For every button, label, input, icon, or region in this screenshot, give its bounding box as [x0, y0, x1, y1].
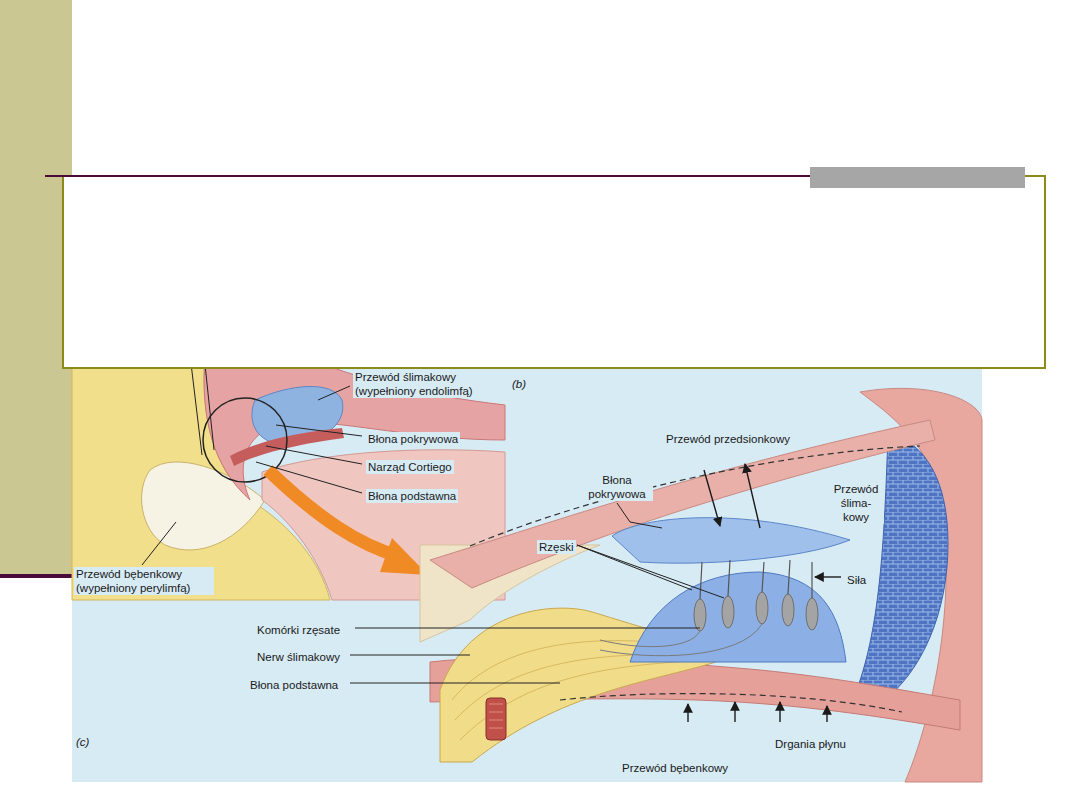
- slide-frame: [63, 176, 1045, 368]
- organ-of-corti-view: [420, 388, 982, 782]
- force-arrow: [734, 702, 735, 722]
- force-arrow: [826, 706, 827, 722]
- part-label: Rzęski: [537, 540, 576, 554]
- slide-frame: [45, 175, 810, 177]
- organ-of-corti-view: [600, 624, 762, 656]
- part-label: Drgania płynu: [773, 737, 848, 751]
- force-arrow: [779, 702, 780, 722]
- label-slot: Komórki rzęsate: [255, 620, 342, 638]
- label-slot: Przewód przedsionkowy: [664, 429, 792, 447]
- organ-of-corti-view: [430, 420, 935, 588]
- organ-of-corti-view: [806, 598, 818, 630]
- illustration-ground: [72, 355, 982, 782]
- leader-line: [350, 655, 470, 656]
- part-label: Przewód bębenkowy (wypełniony perylimfą): [74, 567, 214, 595]
- inset-cross-section: [204, 355, 214, 450]
- label-slot: Przewód ślimakowy (wypełniony endolimfą): [353, 370, 488, 399]
- part-label: Komórki rzęsate: [255, 623, 342, 637]
- leader-line: [577, 545, 724, 598]
- label-slot: Przewód ślima- kowy: [828, 482, 884, 525]
- magnify-arrow: [268, 470, 428, 575]
- part-label: Błona podstawna: [248, 678, 340, 692]
- part-label: Błona pokrywowa: [581, 473, 653, 501]
- organ-of-corti-view: [700, 560, 812, 599]
- inset-cross-section: [142, 462, 265, 550]
- force-arrow: [745, 464, 760, 528]
- leader-line: [318, 386, 350, 400]
- label-slot: Siła: [845, 570, 868, 588]
- organ-of-corti-view: [486, 698, 506, 740]
- leader-line: [142, 386, 724, 683]
- force-arrow: [704, 470, 720, 526]
- slide-frame: [810, 167, 1025, 188]
- magnify-arrow: [268, 470, 398, 556]
- slide-sidebar: [0, 0, 72, 578]
- organ-of-corti-view: [486, 698, 506, 740]
- part-label: Przewód bębenkowy: [620, 761, 730, 775]
- slide-sidebar: [0, 574, 72, 578]
- label-slot: Błona pokrywowa: [581, 473, 653, 502]
- leader-line: [355, 628, 700, 629]
- label-slot: Błona podstawna: [366, 486, 458, 504]
- organ-of-corti-view: [612, 518, 850, 563]
- illustration-ground: [72, 355, 982, 782]
- leader-line: [276, 425, 362, 436]
- part-label: Błona podstawna: [366, 489, 458, 503]
- organ-of-corti-view: [722, 596, 734, 628]
- part-label: Przewód ślimakowy (wypełniony endolimfą): [353, 370, 488, 398]
- part-label: Błona pokrywowa: [366, 432, 460, 446]
- part-label: Siła: [845, 573, 868, 587]
- leader-line: [617, 503, 662, 528]
- organ-of-corti-view: [470, 446, 920, 546]
- organ-of-corti-view: [756, 592, 768, 624]
- force-arrow: [815, 576, 841, 577]
- organ-of-corti-view: [630, 572, 846, 662]
- part-label: Przewód przedsionkowy: [664, 432, 792, 446]
- label-slot: Narząd Cortiego: [366, 457, 454, 475]
- label-slot: Drgania płynu: [773, 734, 848, 752]
- force-arrow: [687, 704, 688, 722]
- panel-letter: (b): [510, 377, 528, 391]
- organ-of-corti-view: [489, 704, 503, 728]
- label-slot: Przewód bębenkowy (wypełniony perylimfą): [74, 567, 214, 596]
- label-slot: Błona podstawna: [248, 675, 340, 693]
- leader-line: [256, 462, 362, 493]
- label-slot: (c): [74, 732, 91, 750]
- label-slot: (b): [510, 374, 528, 392]
- part-label: Nerw ślimakowy: [255, 650, 342, 664]
- organ-of-corti-view: [694, 599, 706, 631]
- panel-letter: (c): [74, 735, 91, 749]
- leader-line: [142, 522, 176, 565]
- organ-of-corti-view: [782, 594, 794, 626]
- organ-of-corti-view: [694, 592, 818, 631]
- leader-line: [350, 683, 560, 684]
- label-slot: Przewód bębenkowy: [620, 758, 730, 776]
- organ-of-corti-view: [852, 432, 948, 702]
- part-label: Narząd Cortiego: [366, 460, 454, 474]
- slide-sidebar: [0, 0, 72, 578]
- label-slot: Błona pokrywowa: [366, 429, 460, 447]
- label-slot: Rzęski: [537, 537, 576, 555]
- leader-line: [266, 446, 362, 464]
- inset-cross-section: [190, 355, 202, 455]
- organ-of-corti-view: [560, 694, 902, 712]
- label-slot: Nerw ślimakowy: [255, 647, 342, 665]
- part-label: Przewód ślima- kowy: [828, 482, 884, 524]
- slide-frame: [45, 167, 1045, 368]
